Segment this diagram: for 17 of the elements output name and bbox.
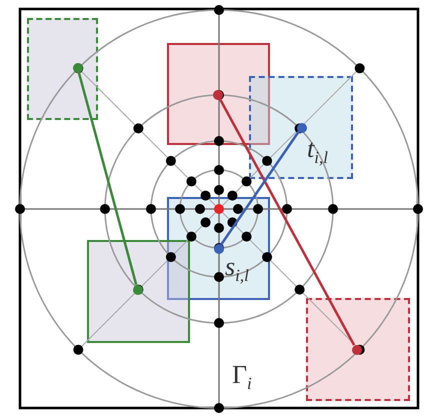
connector-line — [220, 130, 300, 246]
connector-line — [218, 98, 356, 346]
square — [87, 240, 190, 343]
square — [167, 43, 270, 145]
connector-line — [78, 72, 138, 285]
endpoint-dot — [132, 284, 142, 294]
endpoint-dot — [352, 344, 362, 354]
region-label: Γ$_{i}$ — [232, 362, 252, 392]
endpoint-dot — [72, 62, 82, 72]
dashed-square — [27, 18, 98, 120]
math-label: s$_{i,l}$ — [225, 254, 249, 284]
math-label: t$_{i,l}$ — [307, 136, 328, 166]
dashed-square — [249, 76, 353, 179]
endpoint-dot — [214, 244, 224, 254]
dashed-square — [306, 298, 410, 401]
endpoint-dot — [212, 90, 222, 100]
square — [167, 197, 270, 300]
